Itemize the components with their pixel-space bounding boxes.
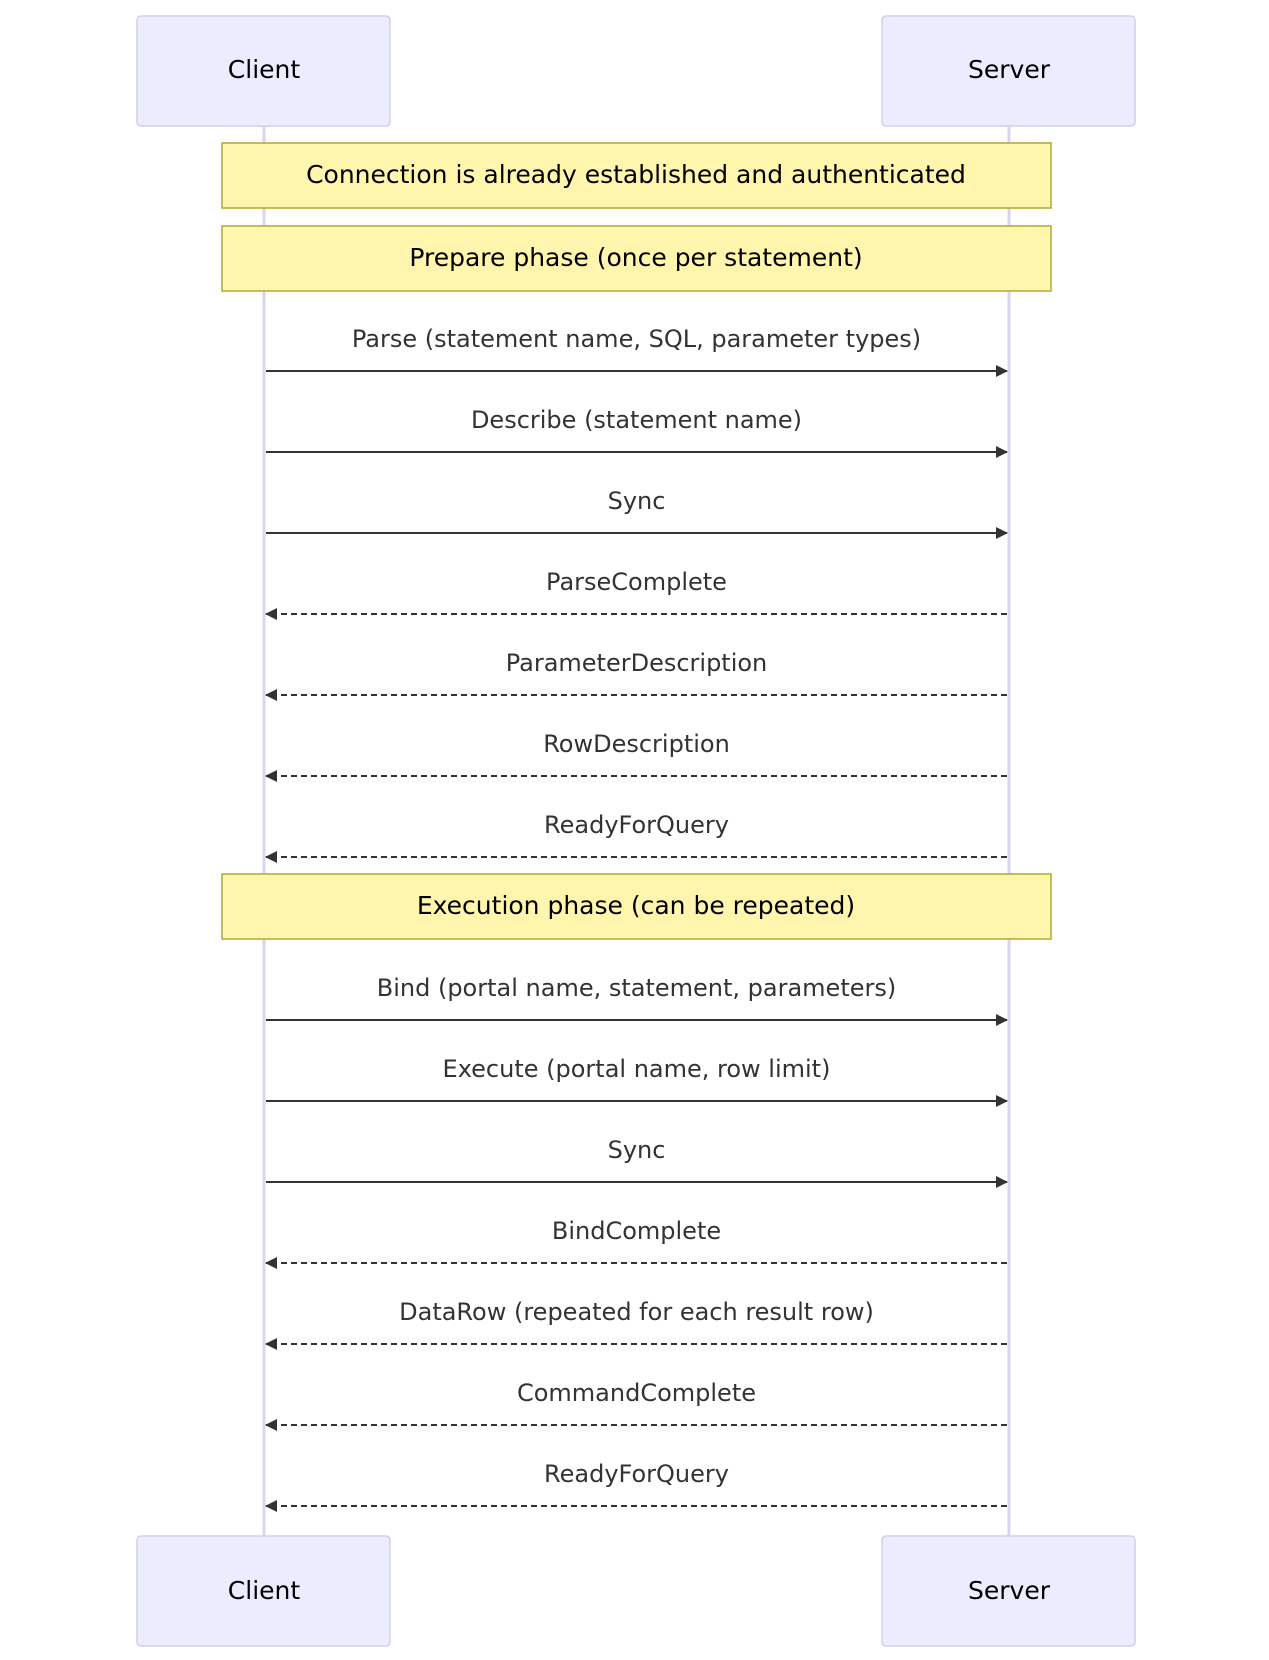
actor-box [136, 1535, 391, 1647]
note-box [221, 873, 1052, 940]
actor-client-top[interactable]: Client [136, 15, 391, 127]
note-label: Prepare phase (once per statement) [409, 243, 862, 272]
note-connection-established: Connection is already established and au… [221, 142, 1052, 209]
message-label: ReadyForQuery [544, 811, 729, 839]
message-describe: Describe (statement name) [266, 406, 1008, 458]
message-label: Describe (statement name) [471, 406, 802, 434]
actor-label: Client [228, 55, 301, 84]
actor-label: Server [968, 1576, 1051, 1605]
message-label: Parse (statement name, SQL, parameter ty… [352, 325, 921, 353]
message-bindcomplete: BindComplete [265, 1217, 1007, 1269]
message-parsecomplete: ParseComplete [265, 568, 1007, 620]
note-box [221, 225, 1052, 292]
actor-label: Client [228, 1576, 301, 1605]
message-label: BindComplete [552, 1217, 721, 1245]
actor-label: Server [968, 55, 1051, 84]
message-readyforquery: ReadyForQuery [265, 1460, 1007, 1512]
message-label: ParseComplete [546, 568, 727, 596]
message-sync: Sync [266, 487, 1008, 539]
actor-client-bottom[interactable]: Client [136, 1535, 391, 1647]
message-label: Sync [608, 1136, 666, 1164]
message-label: Bind (portal name, statement, parameters… [377, 974, 896, 1002]
message-readyforquery: ReadyForQuery [265, 811, 1007, 863]
message-parameterdescription: ParameterDescription [265, 649, 1007, 701]
actor-server-top[interactable]: Server [881, 15, 1136, 127]
note-label: Connection is already established and au… [306, 160, 966, 189]
message-parse: Parse (statement name, SQL, parameter ty… [266, 325, 1008, 377]
message-label: Execute (portal name, row limit) [443, 1055, 831, 1083]
actor-box [881, 15, 1136, 127]
message-datarow: DataRow (repeated for each result row) [265, 1298, 1007, 1350]
message-list: Parse (statement name, SQL, parameter ty… [265, 325, 1008, 1512]
message-label: RowDescription [543, 730, 730, 758]
message-sync: Sync [266, 1136, 1008, 1188]
message-label: ReadyForQuery [544, 1460, 729, 1488]
note-label: Execution phase (can be repeated) [417, 891, 855, 920]
message-execute: Execute (portal name, row limit) [266, 1055, 1008, 1107]
actor-box [136, 15, 391, 127]
message-bind: Bind (portal name, statement, parameters… [266, 974, 1008, 1026]
note-prepare-phase: Prepare phase (once per statement) [221, 225, 1052, 292]
actor-server-bottom[interactable]: Server [881, 1535, 1136, 1647]
message-label: ParameterDescription [506, 649, 768, 677]
message-label: DataRow (repeated for each result row) [399, 1298, 874, 1326]
message-rowdescription: RowDescription [265, 730, 1007, 782]
actor-box [881, 1535, 1136, 1647]
message-label: CommandComplete [517, 1379, 756, 1407]
message-commandcomplete: CommandComplete [265, 1379, 1007, 1431]
note-box [221, 142, 1052, 209]
message-label: Sync [608, 487, 666, 515]
note-execution-phase: Execution phase (can be repeated) [221, 873, 1052, 940]
